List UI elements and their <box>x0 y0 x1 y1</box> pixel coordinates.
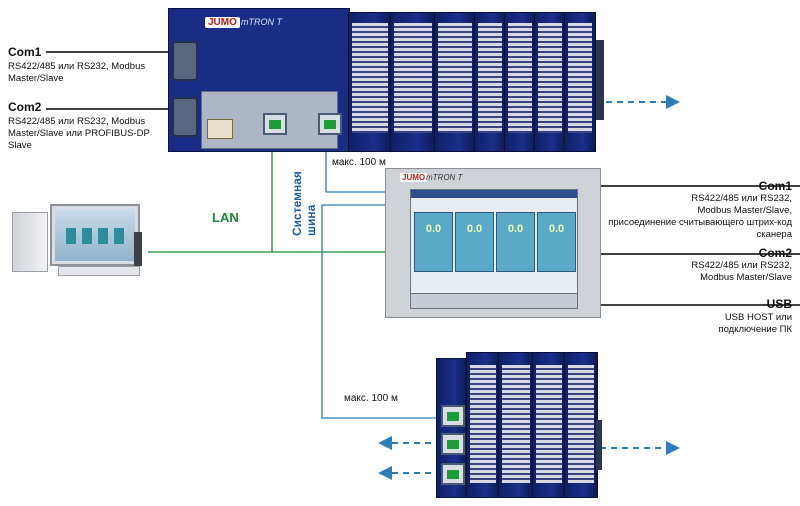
top-bus-port <box>318 113 342 135</box>
pc-monitor <box>50 204 140 266</box>
hmi-com2-title: Com2 <box>758 246 792 260</box>
top-com2-title: Com2 <box>8 100 42 114</box>
bus-line-2 <box>321 204 442 419</box>
bottom-module-4 <box>564 352 598 498</box>
bottom-bus-coupler <box>436 358 468 498</box>
top-module-3 <box>434 12 476 152</box>
hmi-panel-3: 0.0 <box>496 212 535 272</box>
hmi-panel-4: 0.0 <box>537 212 576 272</box>
hmi-panel-1: 0.0 <box>414 212 453 272</box>
bottom-port-1 <box>441 405 465 427</box>
distance-bottom-label: макс. 100 м <box>344 393 398 404</box>
bottom-module-3 <box>532 352 566 498</box>
hmi-screen: 0.0 0.0 0.0 0.0 <box>410 189 578 309</box>
hmi-panel-2: 0.0 <box>455 212 494 272</box>
arrowhead-bottom-left-1 <box>378 436 392 450</box>
top-lan-port <box>263 113 287 135</box>
bottom-port-2 <box>441 433 465 455</box>
top-module-6 <box>534 12 566 152</box>
hmi-usb-title: USB <box>766 297 792 311</box>
top-com1-port <box>172 41 198 81</box>
pc-tower <box>12 212 48 272</box>
top-brand-badge: JUMO <box>205 17 240 28</box>
top-com1-desc: RS422/485 или RS232, Modbus Master/Slave <box>8 61 146 84</box>
hmi-com2-desc: RS422/485 или RS232, Modbus Master/Slave <box>691 260 792 283</box>
top-module-2 <box>390 12 436 152</box>
pc-keyboard <box>58 266 140 276</box>
hmi-com1-title: Com1 <box>758 179 792 193</box>
bottom-module-2 <box>498 352 534 498</box>
top-cpu-unit: JUMO mTRON T <box>168 8 350 152</box>
arrowhead-top-right <box>666 95 680 109</box>
top-module-4 <box>474 12 506 152</box>
arrowhead-bottom-right <box>666 441 680 455</box>
pc-speaker <box>134 232 142 266</box>
bottom-end-cap <box>596 420 602 470</box>
top-module-7 <box>564 12 596 152</box>
top-com2-port <box>172 97 198 137</box>
top-com1-title: Com1 <box>8 45 42 59</box>
top-logo-label <box>207 119 233 139</box>
top-model-label: mTRON T <box>241 17 282 27</box>
bottom-module-1 <box>466 352 500 498</box>
top-module-5 <box>504 12 536 152</box>
system-bus-label: Системная шина <box>290 171 318 236</box>
lan-label: LAN <box>212 210 239 225</box>
bottom-port-3 <box>441 463 465 485</box>
bus-line-1 <box>325 138 385 193</box>
hmi-brand-badge: JUMO <box>400 173 428 182</box>
top-end-cap <box>596 40 604 120</box>
distance-top-label: макс. 100 м <box>332 157 386 168</box>
top-module-1 <box>348 12 392 152</box>
hmi-device: JUMO mTRON T 0.0 0.0 0.0 0.0 <box>385 168 601 318</box>
arrowhead-bottom-left-2 <box>378 466 392 480</box>
top-com2-desc: RS422/485 или RS232, Modbus Master/Slave… <box>8 116 150 151</box>
hmi-model-label: mTRON T <box>426 173 463 182</box>
hmi-com1-desc: RS422/485 или RS232, Modbus Master/Slave… <box>608 193 792 240</box>
hmi-usb-desc: USB HOST или подключение ПК <box>718 312 792 335</box>
